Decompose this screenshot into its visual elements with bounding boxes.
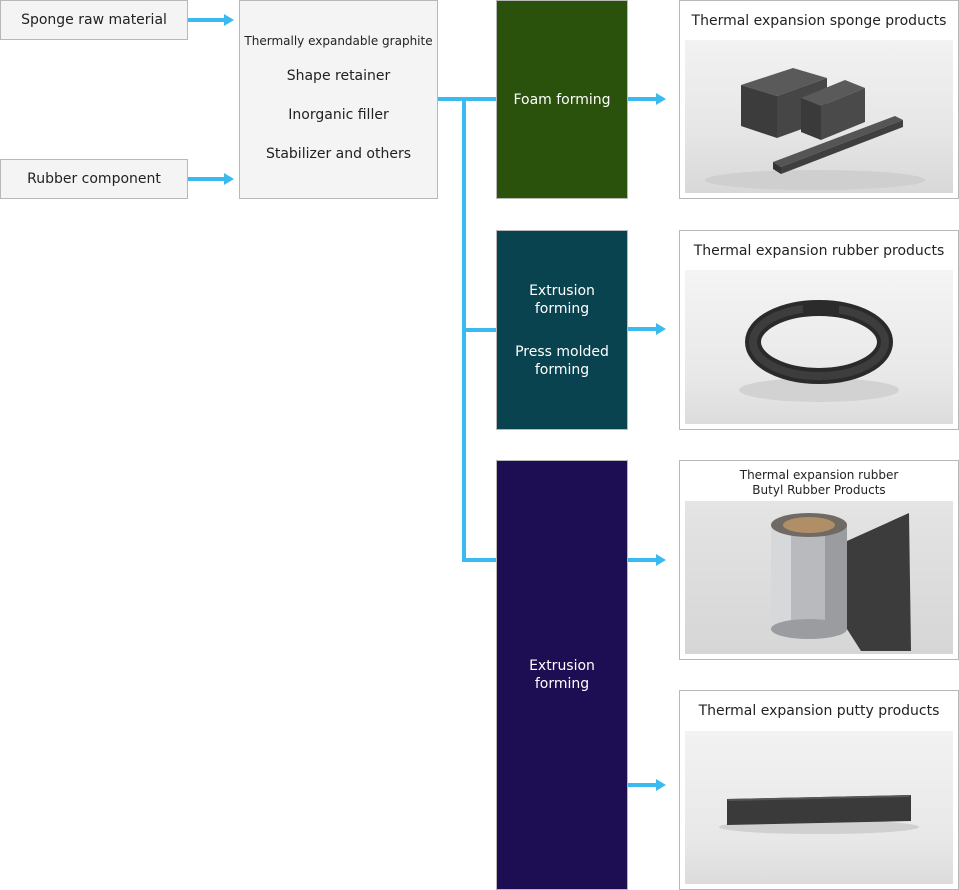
- branch-to-extrusion: [462, 558, 497, 562]
- branch-to-extrusion-press: [462, 328, 497, 332]
- mixture-item-shape-retainer: Shape retainer: [286, 67, 391, 84]
- sponge-raw-material-label: Sponge raw material: [21, 12, 167, 28]
- extrusion-press-label-2: forming: [534, 300, 590, 317]
- putty-product-card: Thermal expansion putty products: [679, 690, 959, 890]
- butyl-product-card: Thermal expansion rubber Butyl Rubber Pr…: [679, 460, 959, 660]
- extrusion-out-arrowhead-1: [656, 554, 666, 566]
- putty-product-title: Thermal expansion putty products: [698, 703, 940, 719]
- butyl-product-title-2: Butyl Rubber Products: [752, 483, 886, 497]
- mixture-item-stabilizer: Stabilizer and others: [265, 145, 412, 162]
- extrusion-press-label-3: Press molded: [515, 343, 609, 360]
- sponge-product-card: Thermal expansion sponge products: [679, 0, 959, 199]
- extrusion-out-arrowhead-2: [656, 779, 666, 791]
- rubber-arrowhead: [224, 173, 234, 185]
- extrusion-press-label-4: forming: [534, 361, 590, 378]
- rubber-product-card: Thermal expansion rubber products: [679, 230, 959, 430]
- sponge-arrow-shaft: [188, 18, 226, 22]
- extrusion-forming-label-1: Extrusion: [529, 658, 595, 674]
- rubber-component-label: Rubber component: [27, 171, 161, 187]
- mixture-item-graphite: Thermally expandable graphite: [244, 33, 433, 48]
- sponge-raw-material-box: Sponge raw material: [0, 0, 188, 40]
- sponge-product-photo: [685, 40, 953, 193]
- rubber-product-photo: [685, 270, 953, 424]
- extrusion-press-out-shaft: [628, 327, 658, 331]
- extrusion-forming-label-2: forming: [534, 676, 590, 692]
- rubber-product-title: Thermal expansion rubber products: [693, 243, 945, 259]
- extrusion-out-shaft-2: [628, 783, 658, 787]
- foam-out-shaft: [628, 97, 658, 101]
- mixture-box: Thermally expandable graphite Shape reta…: [239, 0, 438, 199]
- mixture-item-inorganic-filler: Inorganic filler: [288, 106, 389, 123]
- extrusion-forming-box: Extrusion forming: [496, 460, 628, 890]
- butyl-product-photo: [685, 501, 953, 654]
- rubber-arrow-shaft: [188, 177, 226, 181]
- extrusion-press-label-1: Extrusion: [529, 282, 595, 299]
- rubber-component-box: Rubber component: [0, 159, 188, 199]
- mixture-connector-horizontal: [438, 97, 497, 101]
- extrusion-press-out-arrowhead: [656, 323, 666, 335]
- butyl-product-title-1: Thermal expansion rubber: [739, 468, 899, 482]
- extrusion-press-box: Extrusion forming Press molded forming: [496, 230, 628, 430]
- sponge-product-title: Thermal expansion sponge products: [691, 13, 947, 29]
- foam-forming-box: Foam forming: [496, 0, 628, 199]
- sponge-arrowhead: [224, 14, 234, 26]
- foam-forming-label: Foam forming: [513, 91, 611, 108]
- foam-out-arrowhead: [656, 93, 666, 105]
- putty-product-photo: [685, 731, 953, 884]
- extrusion-out-shaft-1: [628, 558, 658, 562]
